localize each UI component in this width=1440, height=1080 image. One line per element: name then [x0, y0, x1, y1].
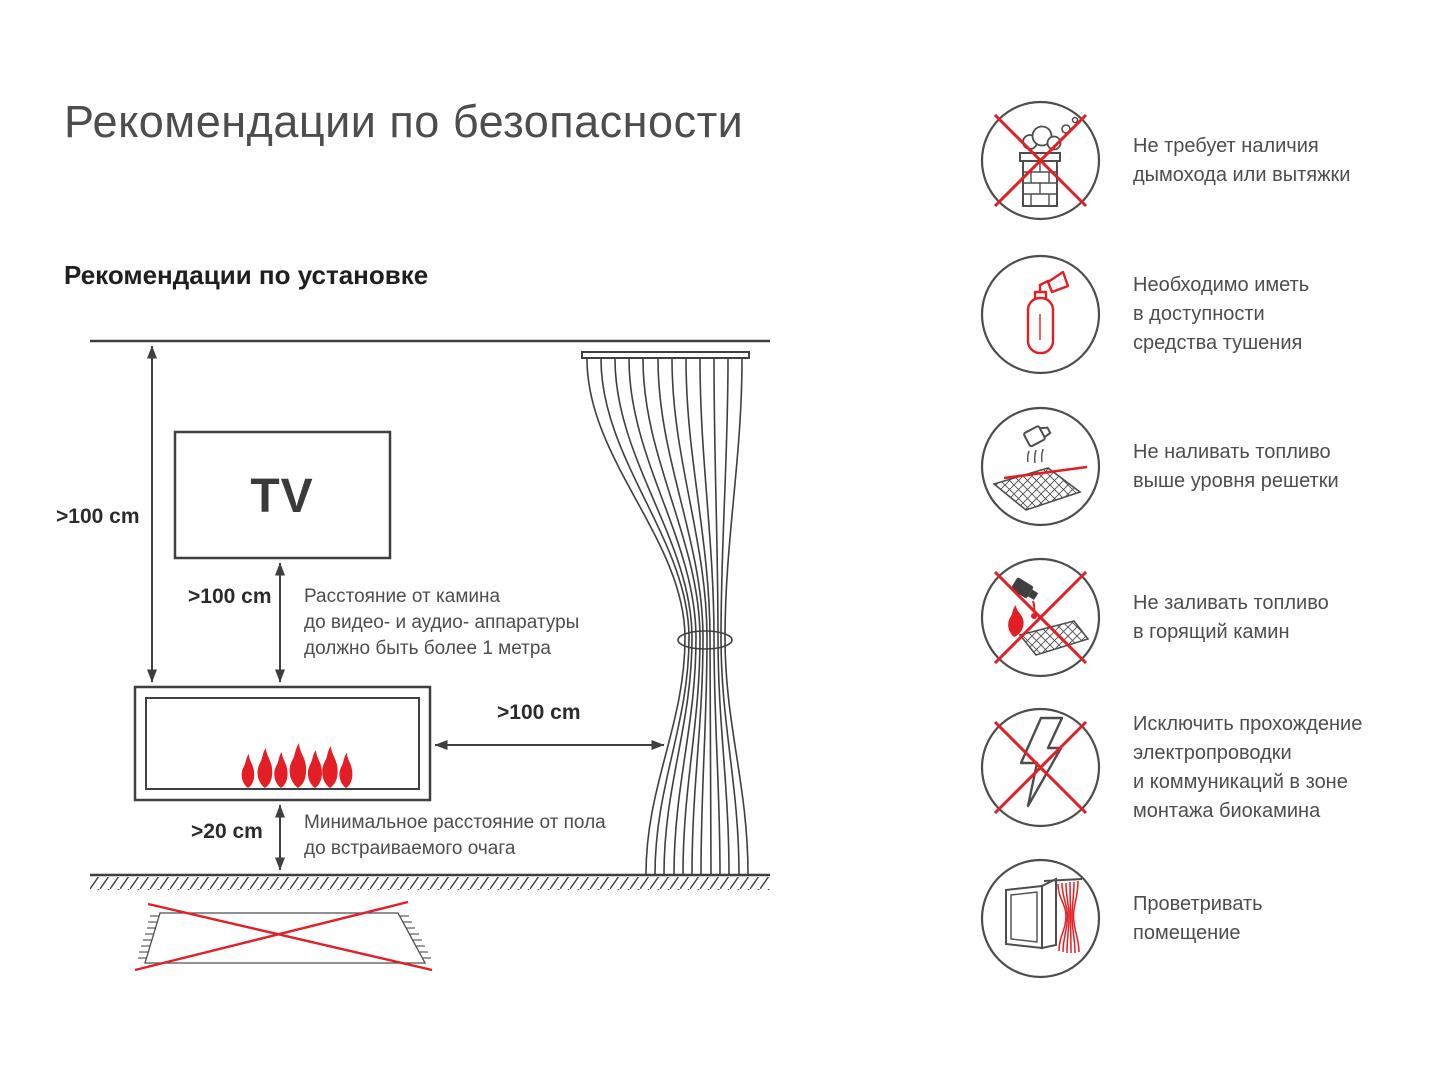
safety-item: Не наливать топливо выше уровня решетки	[978, 404, 1433, 529]
dim-fireplace-to-curtain: >100 cm	[497, 701, 581, 724]
no-chimney-icon	[980, 100, 1101, 221]
fuel-level-icon	[980, 406, 1101, 527]
safety-item: Исключить прохождение электропроводки и …	[978, 705, 1433, 830]
page-title: Рекомендации по безопасности	[64, 96, 744, 147]
flame-icon	[241, 743, 353, 788]
safety-item-text: Не заливать топливо в горящий камин	[1133, 591, 1329, 643]
safety-item: Не требует наличия дымохода или вытяжки	[978, 98, 1433, 223]
note-distance-to-floor: Минимальное расстояние от пола до встраи…	[304, 812, 606, 860]
safety-item-text: Необходимо иметь в доступности средства …	[1133, 274, 1310, 354]
safety-item-text: Не наливать топливо выше уровня решетки	[1133, 440, 1339, 492]
fire-extinguisher-icon	[980, 254, 1101, 375]
note-distance-to-av: Расстояние от камина до видео- и аудио- …	[304, 586, 580, 660]
no-electric-wiring-icon	[980, 707, 1101, 828]
fireplace-box	[133, 685, 432, 802]
safety-item: Проветривать помещение	[978, 856, 1433, 981]
no-refuel-burning-icon	[980, 557, 1101, 678]
safety-item-text: Не требует наличия дымохода или вытяжки	[1133, 134, 1351, 186]
safety-item-text: Проветривать помещение	[1133, 892, 1263, 944]
section-subtitle: Рекомендации по установке	[64, 260, 429, 290]
dim-tv-to-fireplace: >100 cm	[188, 585, 272, 608]
rug-cross-icon	[134, 900, 433, 972]
floor-line	[90, 873, 770, 890]
curtain	[581, 351, 750, 875]
dim-ceiling-to-fireplace: >100 cm	[56, 505, 140, 528]
tv-label: TV	[250, 470, 313, 523]
safety-item: Не заливать топливо в горящий камин	[978, 555, 1433, 680]
rug-crossed-out	[134, 900, 433, 972]
safety-item-text: Исключить прохождение электропроводки и …	[1133, 712, 1363, 822]
tv-box	[173, 430, 392, 560]
ventilate-room-icon	[980, 858, 1101, 979]
dim-fireplace-to-floor: >20 cm	[191, 820, 263, 843]
safety-item: Необходимо иметь в доступности средства …	[978, 252, 1433, 377]
installation-diagram: TV	[90, 339, 770, 972]
curtain-tieback	[677, 630, 733, 650]
